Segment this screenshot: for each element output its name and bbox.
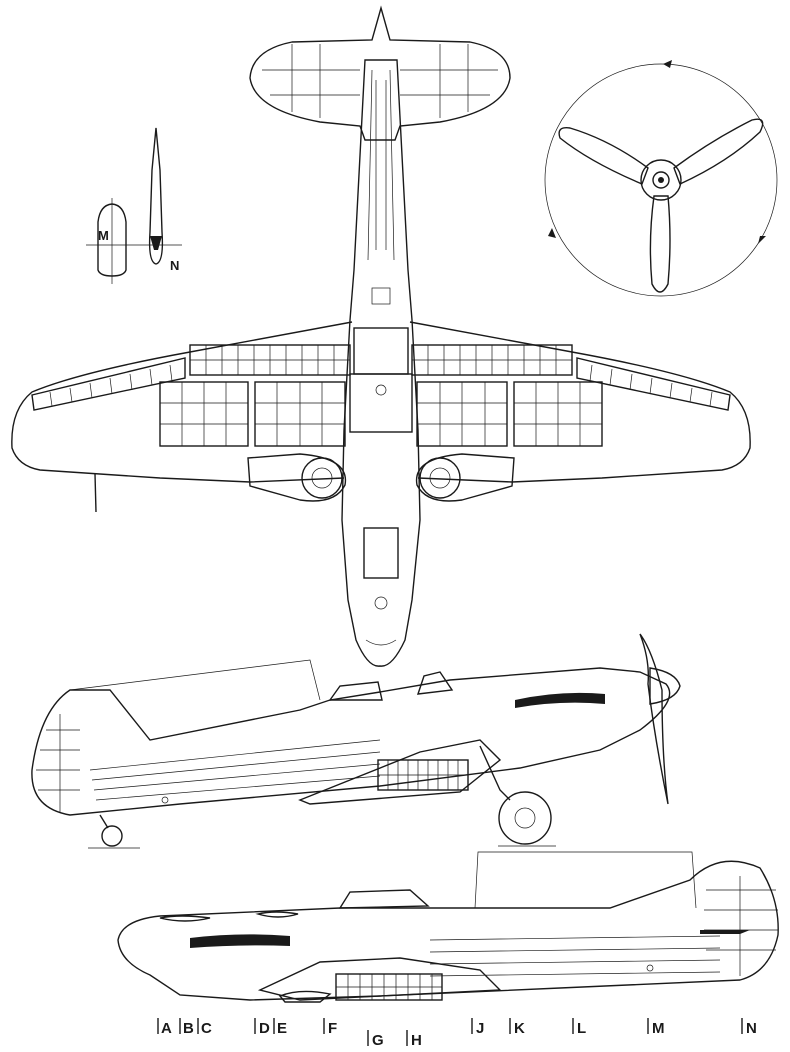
propeller-spinner bbox=[640, 159, 682, 201]
top-view-fuselage bbox=[341, 59, 421, 667]
side-view-left-canopy bbox=[338, 889, 430, 909]
propeller-blade-upper-right bbox=[673, 118, 764, 185]
station-k: K bbox=[509, 1018, 525, 1037]
top-view-tailplane bbox=[249, 5, 511, 141]
svg-text:J: J bbox=[476, 1020, 484, 1037]
svg-text:L: L bbox=[577, 1020, 586, 1037]
svg-text:C: C bbox=[201, 1020, 212, 1037]
svg-text:A: A bbox=[161, 1020, 172, 1037]
station-c: C bbox=[197, 1018, 212, 1037]
svg-text:N: N bbox=[746, 1020, 757, 1037]
section-label-n: N bbox=[170, 258, 179, 273]
side-view-left-fuselage bbox=[117, 860, 779, 1001]
side-view-propeller bbox=[639, 633, 669, 805]
side-view-left-wing bbox=[257, 957, 502, 1001]
side-view-main-wheel bbox=[498, 791, 552, 845]
station-n: N bbox=[741, 1018, 757, 1037]
station-h: H bbox=[406, 1030, 422, 1049]
station-markers: A B C D E F G H bbox=[157, 1018, 757, 1049]
top-view-wing-right bbox=[409, 321, 751, 483]
side-view-right bbox=[31, 633, 681, 849]
station-g: G bbox=[367, 1030, 384, 1049]
side-view-wing bbox=[298, 739, 502, 805]
svg-text:M: M bbox=[652, 1020, 665, 1037]
svg-text:B: B bbox=[183, 1020, 194, 1037]
top-view-wing-left bbox=[11, 321, 353, 483]
station-a: A bbox=[157, 1018, 172, 1037]
top-view bbox=[11, 5, 751, 667]
station-j: J bbox=[471, 1018, 484, 1037]
side-view-fuselage bbox=[31, 667, 671, 816]
svg-text:G: G bbox=[372, 1032, 384, 1049]
station-f: F bbox=[323, 1018, 337, 1037]
propeller-blade-lower bbox=[649, 195, 671, 293]
station-e: E bbox=[273, 1018, 287, 1037]
section-n-outline bbox=[148, 127, 164, 265]
station-m: M bbox=[647, 1018, 665, 1037]
side-view-left bbox=[117, 851, 779, 1003]
section-label-m: M bbox=[98, 228, 109, 243]
side-view-canopy bbox=[328, 681, 383, 701]
svg-text:F: F bbox=[328, 1020, 337, 1037]
section-m-outline bbox=[97, 203, 127, 277]
svg-text:K: K bbox=[514, 1020, 525, 1037]
section-detail: M N bbox=[86, 127, 182, 284]
svg-text:H: H bbox=[411, 1032, 422, 1049]
propeller-blade-upper-left bbox=[558, 127, 649, 185]
station-b: B bbox=[179, 1018, 194, 1037]
side-view-tail-wheel bbox=[101, 825, 123, 847]
side-view-landing-gear bbox=[479, 745, 511, 801]
svg-text:D: D bbox=[259, 1020, 270, 1037]
station-d: D bbox=[254, 1018, 270, 1037]
propeller-front-view bbox=[544, 60, 778, 297]
svg-text:E: E bbox=[277, 1020, 287, 1037]
station-l: L bbox=[572, 1018, 586, 1037]
